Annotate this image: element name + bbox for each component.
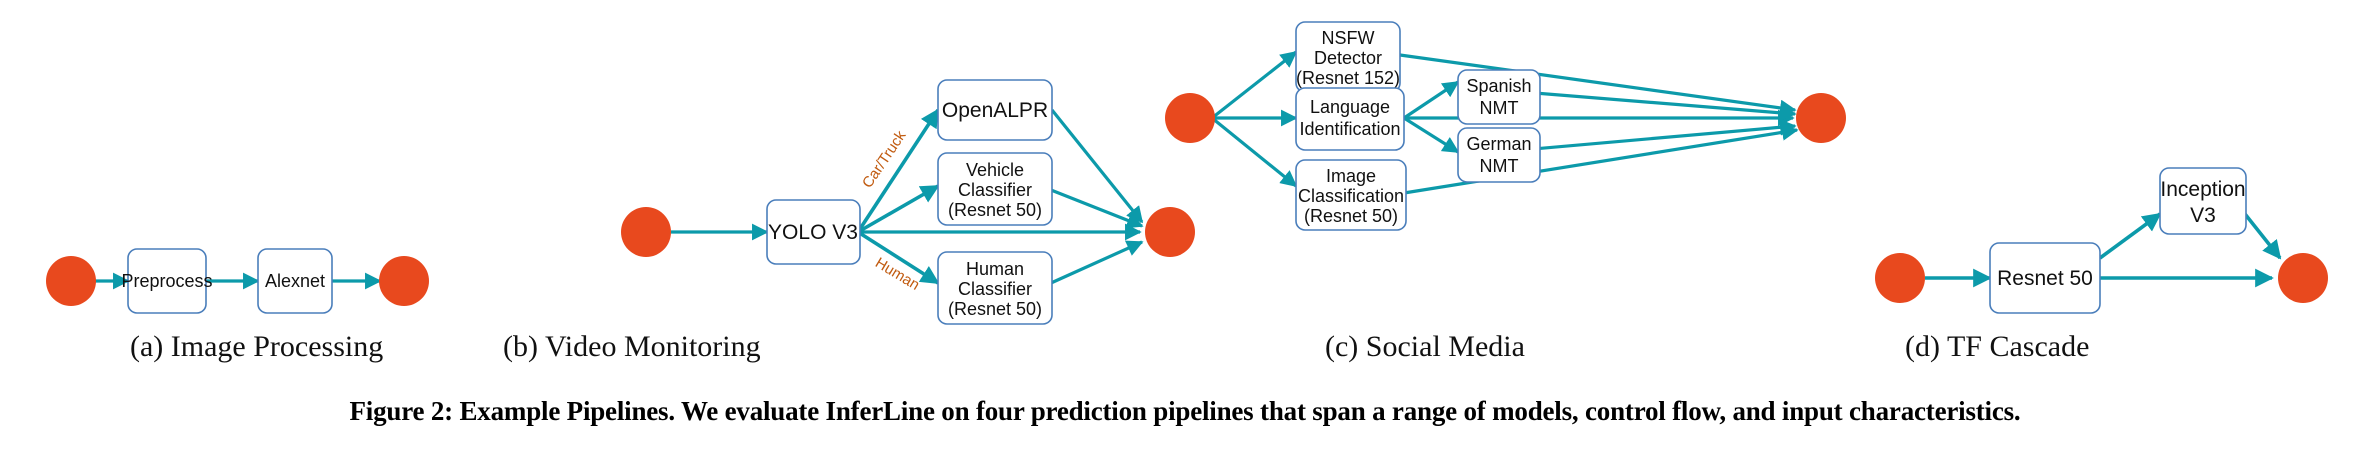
edge-yolo-to-vehicle-classifier: [857, 184, 940, 234]
figure-caption: Figure 2: Example Pipelines. We evaluate…: [0, 396, 2370, 427]
pipeline-d-sink-endpoint: [2278, 253, 2328, 303]
subcaption-b: (b) Video Monitoring: [503, 330, 761, 363]
pipeline-b-sink-endpoint: [1145, 207, 1195, 257]
node-yolo-v3[interactable]: [766, 199, 861, 265]
edge-human-classifier-to-sink: [1050, 240, 1144, 285]
node-german-nmt[interactable]: [1457, 127, 1541, 183]
subcaption-a: (a) Image Processing: [130, 330, 384, 363]
edge-langid-to-german-nmt: [1403, 116, 1460, 154]
pipeline-d-source-endpoint: [1875, 253, 1925, 303]
node-nsfw-detector-label-line3: (Resnet 152): [1296, 68, 1400, 88]
node-inception-v3[interactable]: [2159, 167, 2247, 235]
node-nsfw-detector-label-line2: Detector: [1314, 48, 1382, 68]
subcaption-d: (d) TF Cascade: [1905, 330, 2090, 363]
pipeline-c-sink-endpoint: [1796, 93, 1846, 143]
node-inception-v3-label-line2: V3: [2190, 204, 2216, 227]
pipeline-b: YOLO V3 OpenALPR Vehicle Classifier (Res…: [621, 79, 1195, 325]
edge-c-source-to-imgcls: [1210, 116, 1298, 188]
node-nsfw-detector-label-line1: NSFW: [1322, 28, 1375, 48]
pipeline-a: Preprocess Alexnet: [46, 248, 429, 314]
node-openalpr[interactable]: [937, 79, 1053, 141]
pipeline-c-source-endpoint: [1165, 93, 1215, 143]
node-preprocess-label: Preprocess: [121, 271, 212, 291]
node-image-classification[interactable]: [1295, 159, 1407, 231]
node-human-classifier[interactable]: [937, 251, 1053, 325]
edge-yolo-to-openalpr: [856, 108, 940, 233]
node-german-nmt-label-line2: NMT: [1480, 156, 1519, 176]
edge-yolo-to-human-classifier: [857, 230, 940, 285]
node-alexnet[interactable]: [257, 248, 333, 314]
node-yolo-v3-label: YOLO V3: [768, 221, 858, 244]
node-image-classification-label-line1: Image: [1326, 166, 1376, 186]
node-spanish-nmt[interactable]: [1457, 69, 1541, 125]
node-language-identification-label-line2: Identification: [1299, 119, 1400, 139]
edge-german-nmt-to-sink: [1521, 119, 1797, 152]
node-language-identification-label-line1: Language: [1310, 97, 1390, 117]
node-resnet50[interactable]: [1989, 242, 2101, 314]
node-vehicle-classifier[interactable]: [937, 152, 1053, 226]
pipeline-a-source-endpoint: [46, 256, 96, 306]
node-german-nmt-label-line1: German: [1466, 134, 1531, 154]
pipeline-c: NSFW Detector (Resnet 152) Language Iden…: [1165, 21, 1846, 231]
node-language-identification[interactable]: [1295, 87, 1405, 151]
edge-resnet50-to-inception: [2098, 212, 2162, 260]
node-human-classifier-label-line2: Classifier: [958, 279, 1032, 299]
pipeline-b-source-endpoint: [621, 207, 671, 257]
edge-langid-to-spanish-nmt: [1403, 80, 1460, 120]
edge-nsfw-to-sink: [1399, 53, 1797, 117]
node-image-classification-label-line2: Classification: [1298, 186, 1404, 206]
edge-c-source-to-nsfw: [1211, 50, 1298, 120]
node-vehicle-classifier-label-line3: (Resnet 50): [948, 200, 1042, 220]
edge-inception-to-sink: [2243, 212, 2282, 260]
edge-vehicle-classifier-to-sink: [1050, 188, 1144, 229]
pipeline-d: Resnet 50 Inception V3: [1875, 167, 2328, 314]
node-vehicle-classifier-label-line2: Classifier: [958, 180, 1032, 200]
node-inception-v3-label-line1: Inception: [2160, 178, 2245, 201]
pipeline-a-sink-endpoint: [379, 256, 429, 306]
node-image-classification-label-line3: (Resnet 50): [1304, 206, 1398, 226]
node-openalpr-label: OpenALPR: [942, 99, 1048, 122]
figure-caption-body: Example Pipelines. We evaluate InferLine…: [459, 396, 2021, 426]
node-resnet50-label: Resnet 50: [1997, 267, 2093, 290]
node-spanish-nmt-label-line2: NMT: [1480, 98, 1519, 118]
node-spanish-nmt-label-line1: Spanish: [1466, 76, 1531, 96]
figure-caption-lead: Figure 2:: [349, 396, 454, 426]
node-human-classifier-label-line3: (Resnet 50): [948, 299, 1042, 319]
edge-label-car-truck: Car/Truck: [859, 127, 910, 191]
node-vehicle-classifier-label-line1: Vehicle: [966, 160, 1024, 180]
node-alexnet-label: Alexnet: [265, 271, 325, 291]
node-preprocess[interactable]: [127, 248, 207, 314]
subcaption-c: (c) Social Media: [1325, 330, 1525, 363]
edge-spanish-nmt-to-sink: [1521, 90, 1797, 122]
node-human-classifier-label-line1: Human: [966, 259, 1024, 279]
edge-label-human: Human: [872, 254, 922, 293]
edge-openalpr-to-sink: [1050, 108, 1144, 224]
